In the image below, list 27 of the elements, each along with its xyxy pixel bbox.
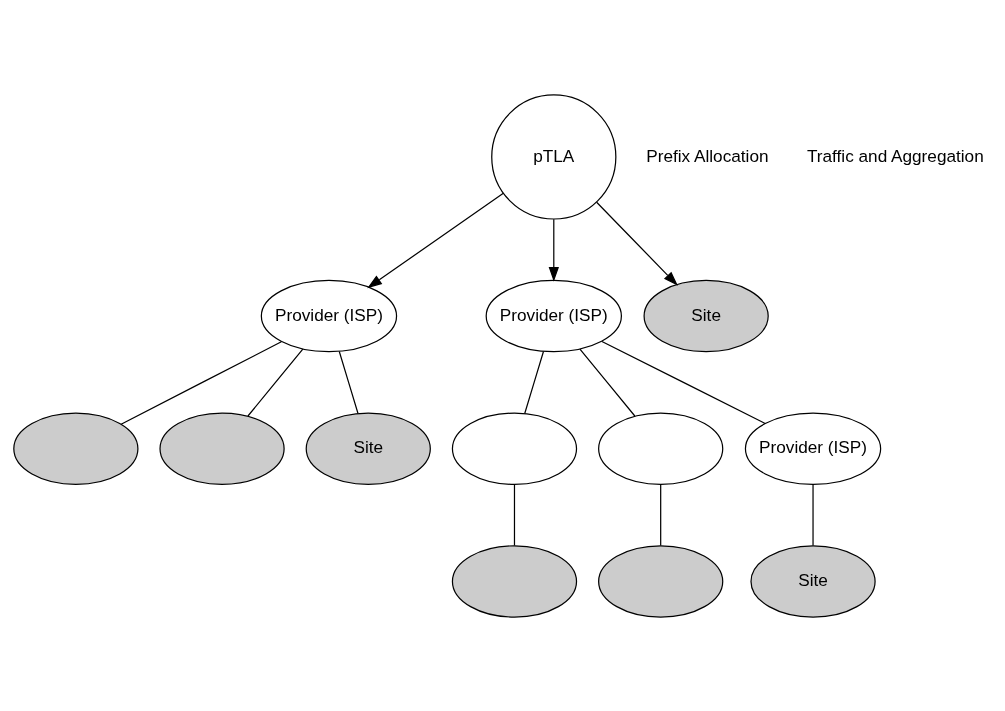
connector — [247, 348, 304, 417]
label: Prefix Allocation — [646, 145, 769, 166]
connector — [120, 340, 282, 425]
arrow — [367, 192, 504, 288]
node-circle: pTLA — [491, 93, 617, 220]
node-ellipse: Provider (ISP) — [260, 279, 398, 352]
node-ellipse: Site — [643, 279, 769, 352]
connector — [524, 350, 545, 414]
node-cloud — [451, 412, 578, 485]
node-ellipse: Provider (ISP) — [485, 279, 622, 352]
node-ellipse: Provider (ISP) — [744, 412, 882, 485]
label: Traffic and Aggregation — [806, 145, 984, 166]
node-ellipse: Site — [305, 412, 431, 485]
connector — [338, 350, 359, 414]
connector — [579, 348, 636, 417]
node-cloud — [451, 544, 578, 618]
connector — [812, 483, 814, 546]
node-ellipse: Site — [750, 544, 876, 618]
arrow — [548, 218, 559, 282]
connector — [601, 340, 766, 424]
node-cloud — [159, 412, 285, 485]
node-cloud — [13, 412, 139, 485]
connector — [513, 483, 516, 546]
node-cloud — [598, 412, 724, 485]
node-cloud — [598, 544, 724, 618]
connector — [660, 483, 662, 546]
arrow — [596, 201, 678, 286]
